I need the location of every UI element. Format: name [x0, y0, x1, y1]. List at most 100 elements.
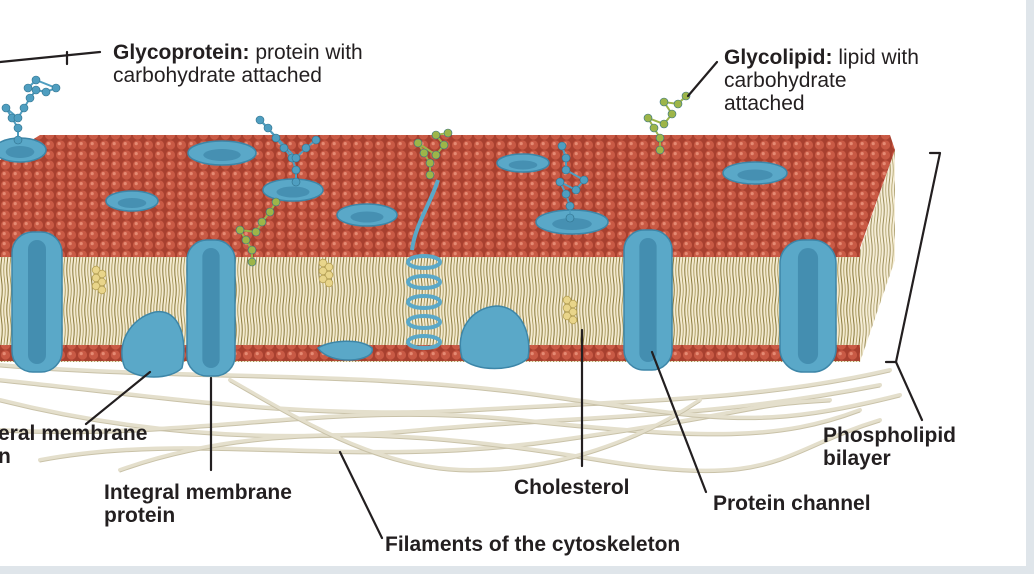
- glycolipid-chain-1-sugar-1: [655, 145, 665, 155]
- protein-channel-pore: [639, 238, 657, 362]
- glycoprotein-chain-2-sugar-8: [291, 153, 301, 163]
- frame-edge-bottom: [0, 566, 1034, 574]
- label-leader-lines: [0, 50, 942, 540]
- peripheral-line-1: eral membrane: [0, 422, 148, 445]
- cholesterol-1: [91, 265, 107, 295]
- surface-protein-7: [535, 209, 609, 235]
- integral-protein-right: [779, 239, 837, 373]
- coil-turn-1: [406, 254, 442, 270]
- glycoprotein-chain-2-sugar-6: [263, 123, 273, 133]
- integral-protein-right-pore: [797, 248, 819, 364]
- cholesterol-1-ring-5: [91, 281, 101, 291]
- glycoprotein-chain-1-sugar-12: [23, 83, 33, 93]
- glycolipid-chain-1-sugar-9: [681, 91, 691, 101]
- surface-protein-7-hole: [552, 218, 592, 230]
- glycoprotein-chain-3-sugar-8: [561, 153, 571, 163]
- coil-turn-4: [406, 314, 442, 330]
- glycolipid-chain-2-sugar-6: [439, 140, 449, 150]
- surface-protein-1: [187, 140, 257, 166]
- coil-turn-5: [406, 334, 442, 350]
- filament-1: [0, 368, 892, 415]
- label-peripheral-membrane-protein: eral membrane n: [0, 422, 147, 468]
- glycolipid-chain-3-sugar-2: [247, 245, 257, 255]
- glycolipid-chain-2-sugar-1: [425, 170, 435, 180]
- glycoprotein-chain-1-sugar-9: [41, 87, 51, 97]
- leader-bilayer: [894, 360, 924, 422]
- glycoprotein-chain-3-sugar-1: [565, 213, 575, 223]
- glycoprotein-chain-2-sugar-5: [271, 133, 281, 143]
- glycolipid-chain-3-sugar-7: [265, 207, 275, 217]
- glycoprotein-chain-2-sugar-2: [291, 165, 301, 175]
- glycoprotein-chain-3-sugar-5: [571, 185, 581, 195]
- glycoprotein-chain-3-sugar-4: [555, 177, 565, 187]
- bilayer-bracket: [884, 151, 942, 364]
- glycolipid-chain-2-sugar-4: [413, 138, 423, 148]
- integral-protein-left: [11, 231, 63, 373]
- glycolipid-chain-3-sugar-6: [257, 217, 267, 227]
- integral-protein-left-pore: [28, 240, 46, 364]
- glycolipid-chain-2: [413, 128, 453, 180]
- glycoprotein-chain-3-sugar-3: [561, 189, 571, 199]
- glycolipid-term: Glycolipid:: [724, 46, 833, 69]
- glycolipid-chain-2-sugar-3: [419, 148, 429, 158]
- glycolipid-chain-1-sugar-2: [655, 133, 665, 143]
- coil-turn-3: [406, 294, 442, 310]
- glycoprotein-chain-1-sugar-5: [13, 113, 23, 123]
- label-cholesterol: Cholesterol: [514, 476, 630, 499]
- carbohydrate-chains: [1, 75, 691, 267]
- peripheral-protein-3: [316, 340, 373, 361]
- glycolipid-chain-3-sugar-8: [271, 197, 281, 207]
- filament-shade-2: [0, 386, 881, 439]
- glycoprotein-chain-1-sugar-2: [13, 123, 23, 133]
- glycoprotein-chain-1-sugar-7: [25, 93, 35, 103]
- glycolipid-chain-2-sugar-8: [443, 128, 453, 138]
- glycolipid-chain-2-sugar-7: [431, 130, 441, 140]
- glycoprotein-chain-2: [255, 115, 321, 187]
- glycolipid-chain-2-sugar-2: [425, 158, 435, 168]
- protein-channel: [623, 229, 673, 371]
- glycolipid-chain-1: [643, 91, 691, 155]
- leader-glycoprotein: [0, 50, 102, 64]
- cholesterol-2-ring-6: [324, 278, 334, 288]
- cholesterol-molecules: [91, 258, 578, 325]
- glycolipid-chain-3-sugar-3: [241, 235, 251, 245]
- surface-protein-8-hole: [5, 146, 35, 158]
- glycoprotein-chain-2-link: [259, 119, 317, 182]
- surface-protein-6: [722, 161, 788, 185]
- glycolipid-chain-3-sugar-4: [235, 225, 245, 235]
- glycolipid-chain-1-sugar-3: [649, 123, 659, 133]
- glycolipid-chain-1-sugar-8: [673, 99, 683, 109]
- glycoprotein-chain-2-sugar-7: [255, 115, 265, 125]
- leader-glycolipid: [686, 60, 719, 98]
- surface-protein-4: [336, 203, 398, 227]
- surface-protein-2: [105, 190, 159, 212]
- surface-protein-8: [0, 137, 47, 163]
- leader-protein-channel: [650, 350, 708, 494]
- filament-3: [0, 408, 862, 436]
- cholesterol-2: [318, 258, 334, 288]
- glycoprotein-desc-1: protein with: [249, 41, 363, 64]
- coil-turn-2: [406, 274, 442, 290]
- glycolipid-chain-2-sugar-5: [431, 150, 441, 160]
- surface-protein-5: [496, 153, 550, 173]
- glycoprotein-chain-1-sugar-1: [13, 135, 23, 145]
- glycoprotein-chain-1-sugar-6: [19, 103, 29, 113]
- glycoprotein-chain-1-sugar-10: [51, 83, 61, 93]
- membrane-proteins: [0, 137, 837, 378]
- glycolipid-chain-3-sugar-5: [251, 227, 261, 237]
- leader-filaments: [338, 450, 384, 540]
- glycolipid-desc-2: carbohydrate: [724, 69, 847, 92]
- cholesterol-3: [562, 295, 578, 325]
- glycolipid-chain-1-sugar-4: [643, 113, 653, 123]
- glycolipid-desc-1: lipid with: [832, 46, 919, 69]
- glycolipid-chain-3-sugar-1: [247, 257, 257, 267]
- cholesterol-2-ring-5: [318, 274, 328, 284]
- cholesterol-3-ring-5: [562, 311, 572, 321]
- glycoprotein-chain-3-sugar-9: [557, 141, 567, 151]
- filament-2: [0, 383, 882, 438]
- integral-line-2: protein: [104, 504, 176, 527]
- glycolipid-chain-1-sugar-5: [659, 119, 669, 129]
- label-phospholipid-bilayer: Phospholipid bilayer: [823, 424, 956, 470]
